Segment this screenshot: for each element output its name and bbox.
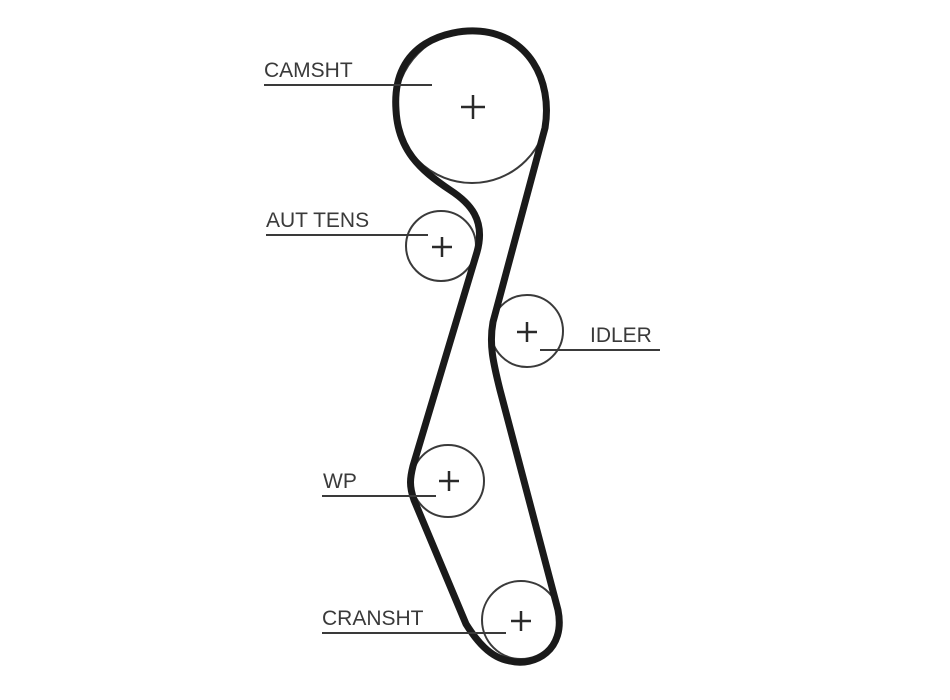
timing-belt (392, 27, 563, 666)
center-markers (432, 95, 537, 631)
idler-center-plus-icon (517, 322, 537, 342)
crankshaft-label: CRANSHT (322, 607, 424, 630)
auto-tensioner-center-plus-icon (432, 237, 452, 257)
camshaft-center-plus-icon (461, 95, 485, 119)
leader-lines (264, 84, 660, 634)
auto-tensioner-label: AUT TENS (266, 209, 369, 232)
water-pump-label: WP (323, 470, 357, 493)
crankshaft-center-plus-icon (511, 611, 531, 631)
pulleys (395, 30, 564, 660)
water-pump-center-plus-icon (439, 471, 459, 491)
camshaft-label: CAMSHT (264, 59, 353, 82)
idler-label: IDLER (590, 324, 652, 347)
